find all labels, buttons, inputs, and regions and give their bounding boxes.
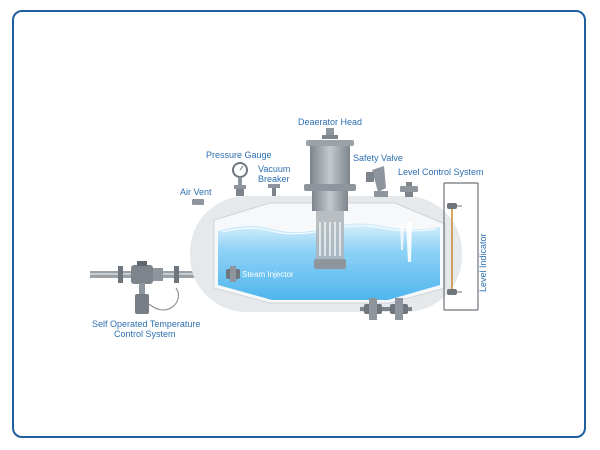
air-vent xyxy=(192,199,204,205)
deaerator-head xyxy=(304,128,356,269)
label-level-control-system: Level Control System xyxy=(398,167,484,177)
label-air-vent: Air Vent xyxy=(180,187,212,197)
outlet-valve-right xyxy=(386,298,412,320)
steam-injector xyxy=(226,266,240,282)
level-control-loop xyxy=(443,182,479,311)
safety-valve xyxy=(366,166,388,197)
level-control-valve xyxy=(400,182,418,197)
vacuum-breaker xyxy=(268,184,280,196)
label-level-indicator: Level Indicator xyxy=(478,233,488,292)
pressure-gauge xyxy=(232,162,248,196)
label-temp-control-line2: Control System xyxy=(114,329,176,339)
label-temp-control-line1: Self Operated Temperature xyxy=(92,319,200,329)
water-inlet-stream xyxy=(400,222,412,262)
label-vacuum-breaker-line2: Breaker xyxy=(258,174,290,184)
outlet-valve-left xyxy=(360,298,386,320)
label-pressure-gauge: Pressure Gauge xyxy=(206,150,272,160)
label-safety-valve: Safety Valve xyxy=(353,153,403,163)
temperature-control-valve xyxy=(131,261,180,314)
label-steam-injector: Steam Injector xyxy=(242,270,294,279)
label-vacuum-breaker-line1: Vacuum xyxy=(258,164,290,174)
label-deaerator-head: Deaerator Head xyxy=(298,117,362,127)
